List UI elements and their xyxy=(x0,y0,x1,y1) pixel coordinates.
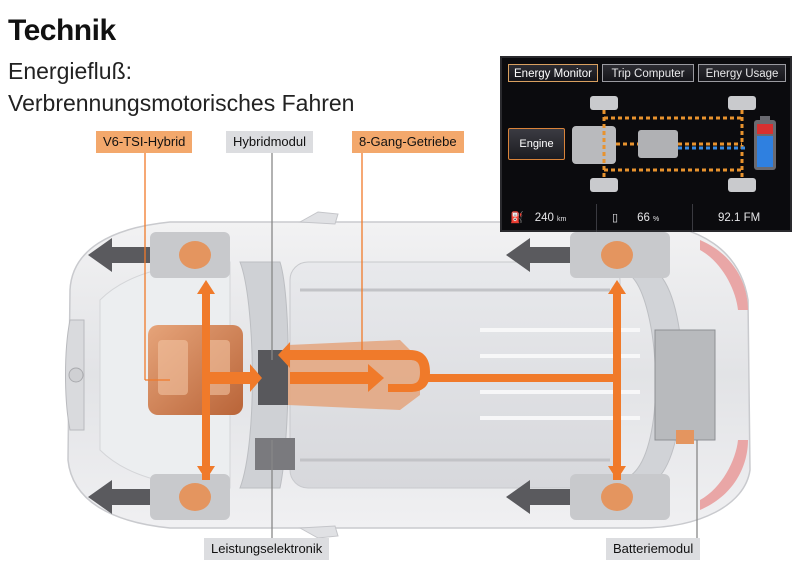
motion-arrows xyxy=(88,238,570,514)
wheels xyxy=(150,232,670,520)
energy-flow-arrows xyxy=(197,280,626,480)
power-electronics-part xyxy=(255,438,295,470)
engine-button[interactable]: Engine xyxy=(508,128,565,160)
leader-lines xyxy=(144,152,698,545)
battery-module-part xyxy=(654,329,716,441)
battery-unit: % xyxy=(652,216,660,223)
radio-readout: 92.1 FM xyxy=(718,204,760,232)
label-batteriemodul: Batteriemodul xyxy=(606,538,701,560)
fuel-pump-icon: ⛽ xyxy=(510,212,524,224)
page-subtitle-line1: Energiefluß: xyxy=(8,58,133,84)
range-unit: km xyxy=(557,216,567,223)
battery-small-icon: ▯ xyxy=(612,212,619,224)
battery-icon xyxy=(754,116,776,170)
label-leistungselektronik: Leistungselektronik xyxy=(204,538,330,560)
mini-flow-diagram xyxy=(572,96,776,192)
tab-trip-computer[interactable]: Trip Computer xyxy=(602,64,694,82)
range-readout: ⛽ 240 km xyxy=(510,204,566,232)
page-title: Technik xyxy=(8,14,116,47)
tab-energy-usage[interactable]: Energy Usage xyxy=(698,64,786,82)
radio-frequency: 92.1 FM xyxy=(718,212,761,224)
label-hybridmodul: Hybridmodul xyxy=(226,131,313,153)
battery-value: 66 xyxy=(637,212,650,224)
label-v6-tsi-hybrid: V6-TSI-Hybrid xyxy=(96,131,193,153)
page-subtitle-line2: Verbrennungsmotorisches Fahren xyxy=(8,90,355,116)
range-value: 240 xyxy=(534,212,554,224)
engine-block xyxy=(148,325,243,415)
battery-connector xyxy=(676,430,694,444)
tab-energy-monitor[interactable]: Energy Monitor xyxy=(508,64,598,82)
label-getriebe: 8-Gang-Getriebe xyxy=(352,131,464,153)
energy-monitor-display: Energy Monitor Trip Computer Energy Usag… xyxy=(500,56,792,232)
battery-readout: ▯ 66 % xyxy=(612,204,659,232)
